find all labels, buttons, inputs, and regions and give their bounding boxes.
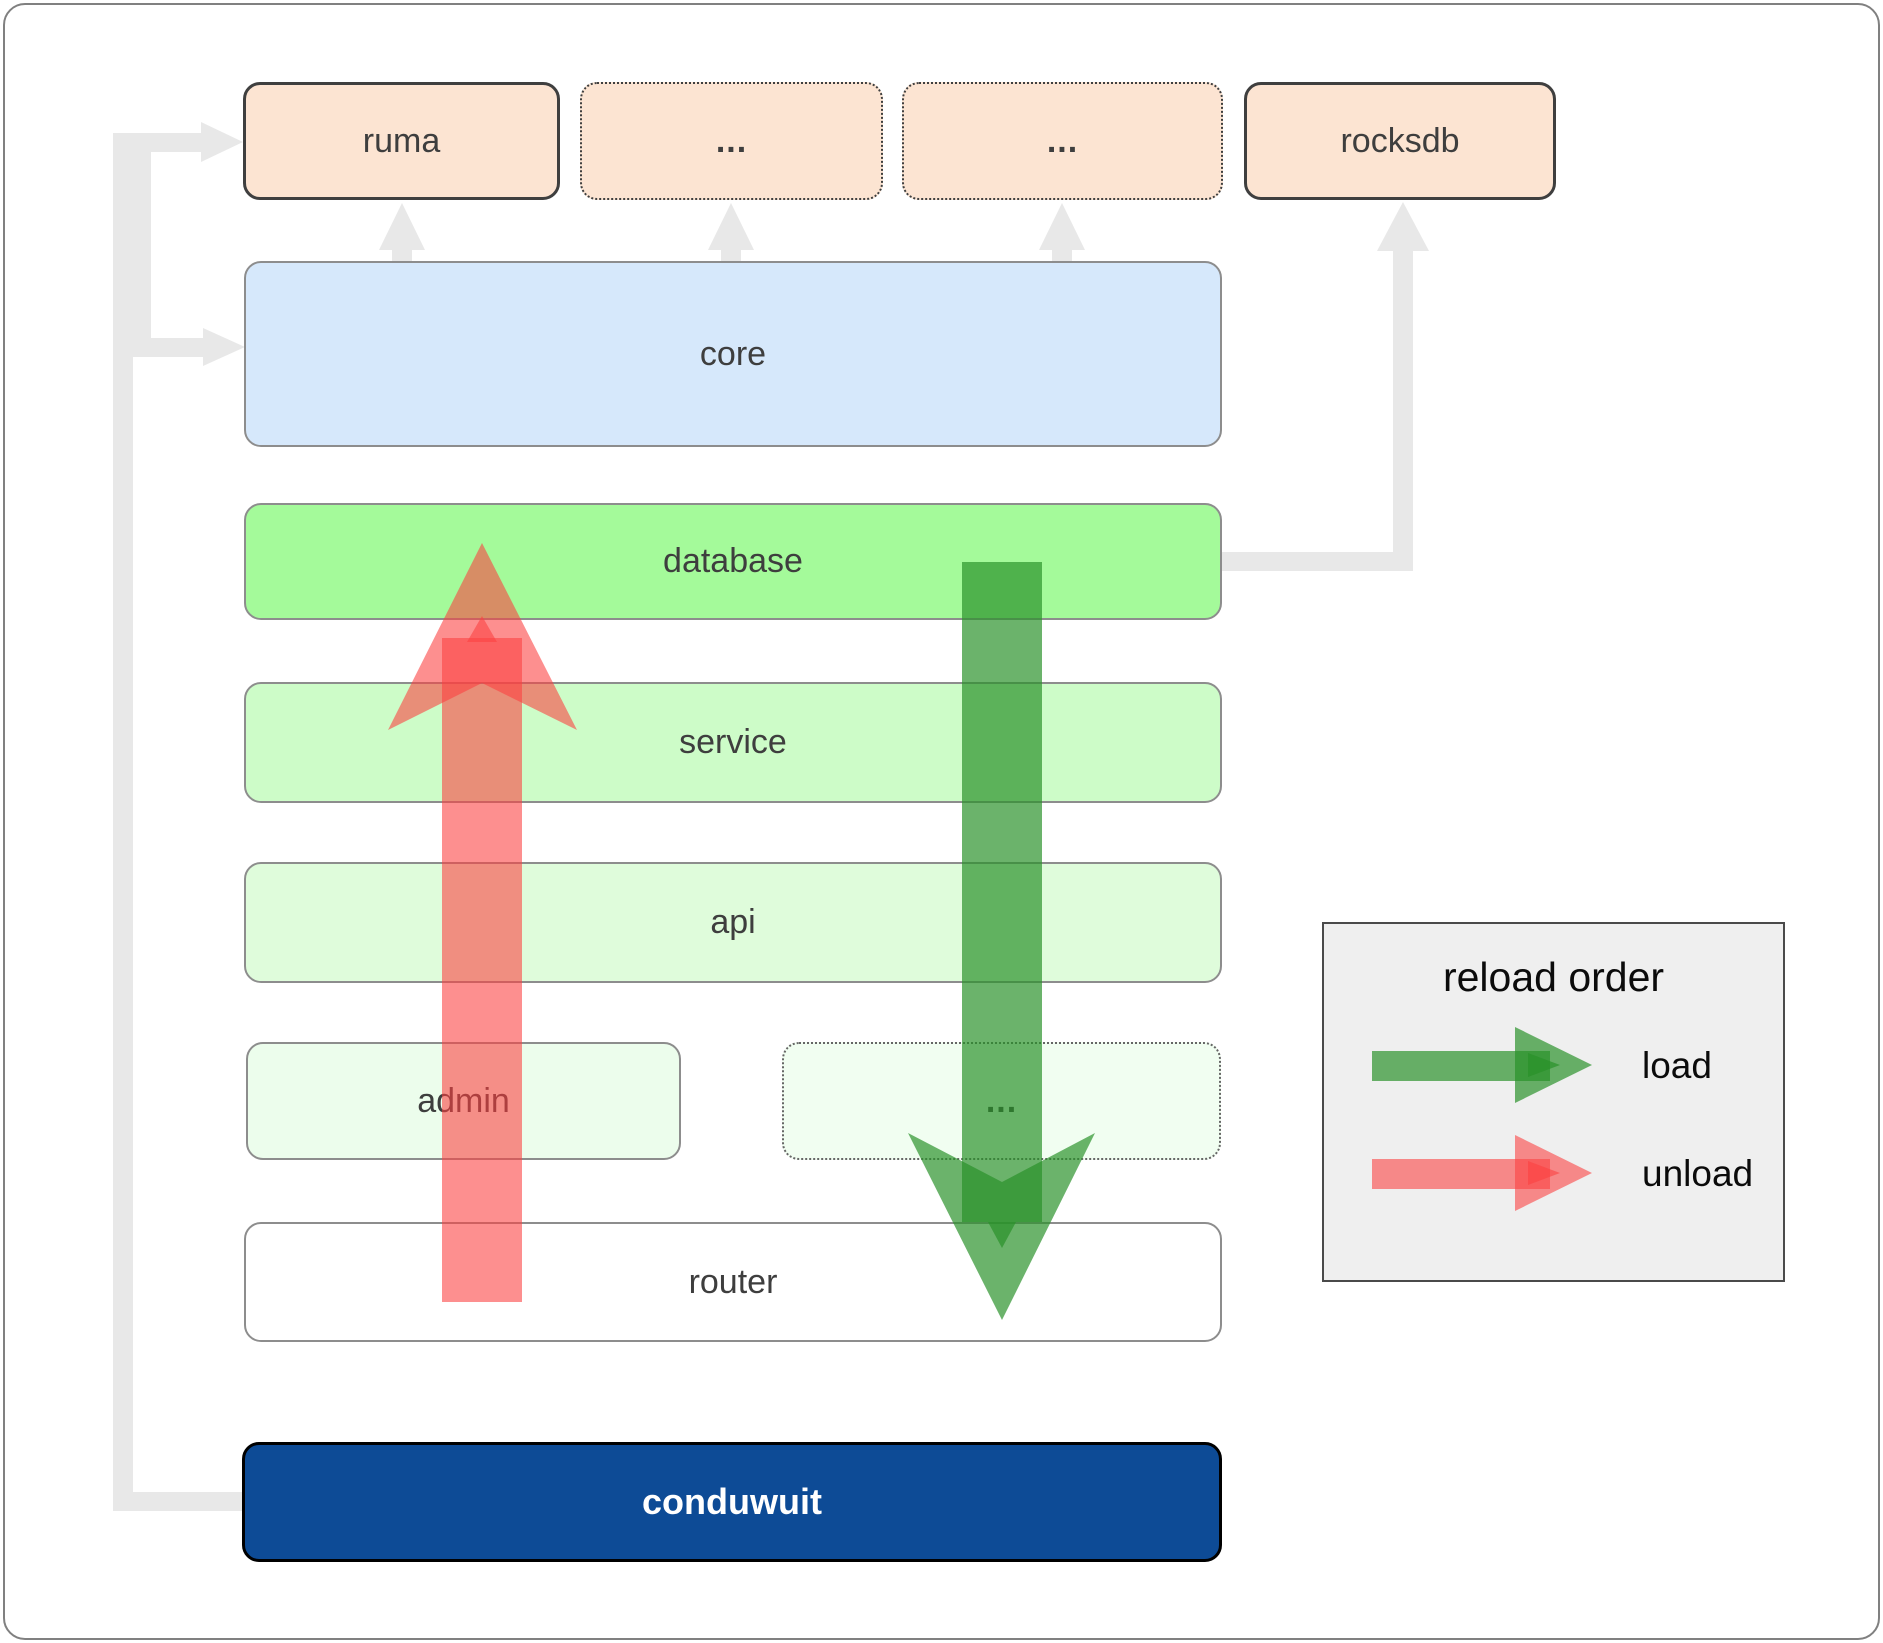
- box-service-more-label: ...: [985, 1081, 1018, 1120]
- box-router: router: [244, 1222, 1222, 1342]
- box-service-more: ...: [782, 1042, 1221, 1160]
- legend-unload-label: unload: [1642, 1153, 1754, 1194]
- box-admin-label: admin: [417, 1081, 510, 1120]
- box-service: service: [244, 682, 1222, 803]
- legend-row-unload: unload: [1360, 1131, 1783, 1217]
- box-router-label: router: [688, 1262, 778, 1301]
- box-rocksdb-label: rocksdb: [1340, 121, 1460, 160]
- box-ruma: ruma: [243, 82, 560, 200]
- box-service-label: service: [679, 723, 787, 761]
- box-core-label: core: [699, 334, 767, 373]
- legend-title: reload order: [1442, 954, 1665, 1000]
- box-core: core: [244, 261, 1222, 447]
- box-database-label: database: [663, 542, 803, 580]
- diagram-outer-frame: [3, 3, 1880, 1640]
- box-dependency-more-2: ...: [902, 82, 1223, 200]
- box-dependency-more-1: ...: [580, 82, 883, 200]
- unload-arrow-icon: [1372, 1135, 1592, 1211]
- legend: reload order load unload: [1322, 922, 1785, 1282]
- box-rocksdb: rocksdb: [1244, 82, 1556, 200]
- box-conduwuit-label: conduwuit: [642, 1481, 822, 1522]
- box-dependency-more-2-label: ...: [1046, 121, 1079, 160]
- box-ruma-label: ruma: [362, 121, 441, 160]
- box-database: database: [244, 503, 1222, 620]
- load-arrow-icon: [1372, 1027, 1592, 1103]
- box-api-label: api: [710, 903, 756, 941]
- box-conduwuit: conduwuit: [242, 1442, 1222, 1562]
- legend-load-label: load: [1642, 1045, 1712, 1086]
- legend-row-load: load: [1360, 1023, 1783, 1109]
- box-dependency-more-1-label: ...: [715, 121, 748, 160]
- box-api: api: [244, 862, 1222, 983]
- box-admin: admin: [246, 1042, 681, 1160]
